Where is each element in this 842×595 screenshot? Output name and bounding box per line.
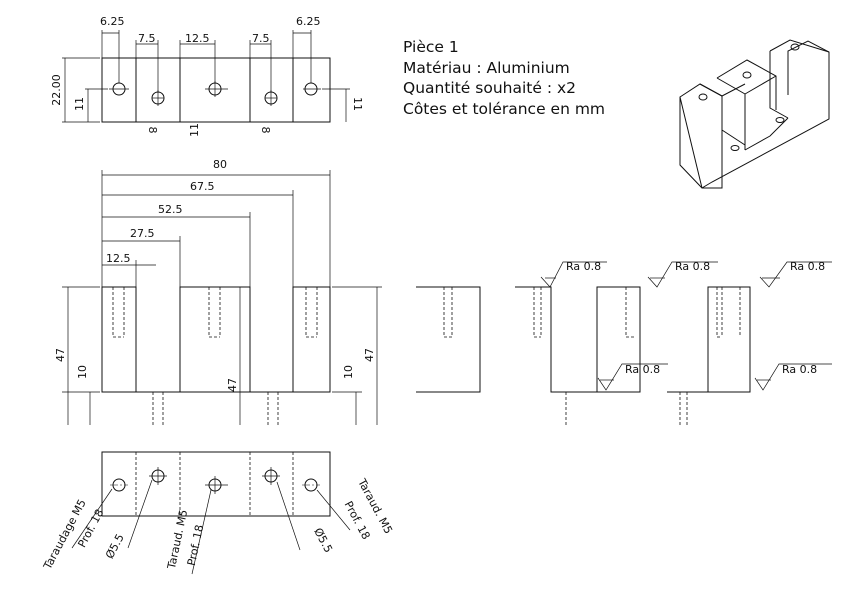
- title-block: Pièce 1 Matériau : Aluminium Quantité so…: [403, 37, 605, 119]
- roughness-symbol-icon: [647, 261, 718, 288]
- dim-12-5-front: 12.5: [106, 252, 131, 265]
- callout-diam-a: Ø5.5: [103, 532, 127, 561]
- dim-47-mid: 47: [226, 378, 239, 392]
- callout-diam-b: Ø5.5: [311, 526, 335, 555]
- dim-11-right: 11: [351, 97, 364, 111]
- dim-11-left: 11: [73, 97, 86, 111]
- dim-7-5-a: 7.5: [138, 32, 156, 45]
- roughness-5: Ra 0.8: [782, 363, 817, 376]
- dim-52-5: 52.5: [158, 203, 183, 216]
- bottom-view-outline: [101, 451, 331, 517]
- roughness-symbol-icon: [759, 261, 832, 288]
- dim-7-5-b: 7.5: [252, 32, 270, 45]
- roughness-symbol-icon: [754, 363, 832, 391]
- front-view-outline: [101, 286, 331, 393]
- callout-prof-mid: Prof. 18: [185, 524, 206, 567]
- dim-47-left: 47: [54, 348, 67, 362]
- side-section-views: Ra 0.8 Ra 0.8 Ra 0.8 Ra 0.8 Ra 0.8: [416, 260, 832, 425]
- roughness-symbol-icon: [597, 363, 668, 391]
- roughness-1: Ra 0.8: [566, 260, 601, 273]
- top-view-outline: [101, 57, 331, 123]
- bottom-view: Taraudage M5 Prof. 18 Ø5.5 Taraud. M5 Pr…: [41, 451, 395, 575]
- dim-6-25-left: 6.25: [100, 15, 125, 28]
- dim-6-25-right: 6.25: [296, 15, 321, 28]
- front-view: 80 67.5 52.5 27.5 12.5 47 10 47 10 47: [54, 158, 382, 425]
- dim-10-right: 10: [342, 365, 355, 379]
- isometric-view: [679, 39, 830, 189]
- dim-80: 80: [213, 158, 227, 171]
- dim-67-5: 67.5: [190, 180, 215, 193]
- dim-10-left: 10: [76, 365, 89, 379]
- part-name: Pièce 1: [403, 38, 459, 56]
- roughness-2: Ra 0.8: [675, 260, 710, 273]
- units-note: Côtes et tolérance en mm: [403, 99, 606, 118]
- dim-47-right: 47: [363, 348, 376, 362]
- roughness-symbol-icon: [540, 261, 607, 288]
- dim-11-mid: 11: [188, 123, 201, 137]
- top-view: 6.25 7.5 12.5 7.5 6.25 22.00 11 11 8 11 …: [50, 15, 364, 137]
- dim-8-b: 8: [259, 127, 272, 134]
- roughness-3: Ra 0.8: [790, 260, 825, 273]
- dim-8-a: 8: [146, 127, 159, 134]
- roughness-4: Ra 0.8: [625, 363, 660, 376]
- dim-27-5: 27.5: [130, 227, 155, 240]
- quantity: Quantité souhaité : x2: [403, 79, 577, 97]
- material: Matériau : Aluminium: [403, 58, 570, 77]
- dim-12-5: 12.5: [185, 32, 210, 45]
- dim-22-00: 22.00: [50, 74, 63, 106]
